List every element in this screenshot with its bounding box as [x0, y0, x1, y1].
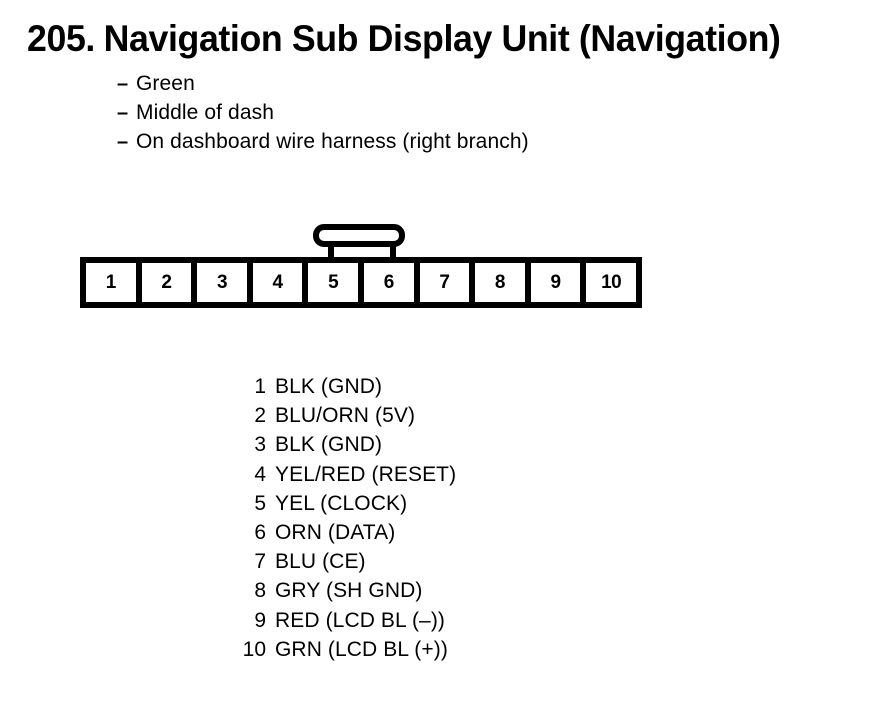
connector-diagram: 1 2 3 4 5 6 7 8 9 10 — [80, 224, 642, 308]
pin-number: 4 — [254, 462, 266, 486]
page-title-number: 205. — [27, 18, 95, 59]
connector-pin-cell: 2 — [141, 263, 192, 302]
page-title-text: Navigation Sub Display Unit (Navigation) — [103, 18, 781, 59]
pin-legend-row: 10 GRN (LCD BL (+)) — [206, 638, 536, 667]
connector-pin-cell: 4 — [252, 263, 303, 302]
pin-label: GRN (LCD BL (+)) — [275, 637, 448, 661]
pin-label: BLU/ORN (5V) — [275, 404, 416, 428]
pin-label: BLK (GND) — [275, 433, 383, 457]
dash-bullet-icon: – — [117, 102, 129, 124]
pin-label: BLU (CE) — [275, 550, 366, 574]
latch-stem-left-icon — [328, 245, 334, 261]
connector-pin-cell: 3 — [197, 263, 247, 302]
dash-bullet-icon: – — [117, 73, 129, 95]
pin-label: YEL (CLOCK) — [275, 491, 408, 515]
connector-body: 1 2 3 4 5 6 7 8 9 10 — [80, 257, 642, 308]
pin-label: GRY (SH GND) — [275, 579, 423, 603]
pin-legend-row: 5 YEL (CLOCK) — [206, 492, 536, 521]
pin-number: 2 — [254, 404, 266, 428]
description-list: – Green – Middle of dash – On dashboard … — [117, 72, 817, 159]
connector-pin-cell: 6 — [363, 263, 414, 302]
pin-legend-row: 3 BLK (GND) — [206, 433, 536, 462]
pin-legend-row: 4 YEL/RED (RESET) — [206, 463, 536, 492]
pin-number: 7 — [254, 550, 266, 574]
connector-pin-cell: 9 — [530, 263, 581, 302]
description-item-harness: – On dashboard wire harness (right branc… — [117, 130, 817, 159]
pin-label: ORN (DATA) — [275, 520, 396, 544]
pin-number: 3 — [254, 433, 266, 457]
latch-stem-right-icon — [390, 245, 396, 261]
description-item-label: Middle of dash — [136, 101, 274, 124]
connector-latch-tab-icon — [313, 224, 405, 247]
pin-label: BLK (GND) — [275, 375, 383, 398]
connector-pin-cell: 5 — [308, 263, 358, 302]
page-title: 205.Navigation Sub Display Unit (Navigat… — [27, 18, 853, 60]
description-item-label: On dashboard wire harness (right branch) — [136, 130, 529, 153]
connector-pin-cell: 8 — [475, 263, 525, 302]
description-item-label: Green — [136, 72, 195, 95]
pin-legend-row: 7 BLU (CE) — [206, 550, 536, 579]
pin-legend-row: 9 RED (LCD BL (–)) — [206, 609, 536, 638]
pin-number: 1 — [254, 375, 266, 398]
description-item-color: – Green — [117, 72, 817, 101]
dash-bullet-icon: – — [117, 131, 129, 153]
pin-legend: 1 BLK (GND) 2 BLU/ORN (5V) 3 BLK (GND) 4… — [206, 375, 536, 667]
pin-number: 9 — [254, 608, 266, 632]
connector-pin-cell: 7 — [419, 263, 470, 302]
pin-number: 10 — [242, 637, 266, 661]
pin-legend-row: 1 BLK (GND) — [206, 375, 536, 404]
description-item-location: – Middle of dash — [117, 101, 817, 130]
pin-legend-row: 8 GRY (SH GND) — [206, 579, 536, 608]
pin-label: YEL/RED (RESET) — [275, 462, 457, 486]
connector-pin-cell: 1 — [86, 263, 136, 302]
pin-number: 8 — [254, 579, 266, 603]
pin-number: 5 — [254, 491, 266, 515]
pin-number: 6 — [254, 520, 266, 544]
connector-pin-cell: 10 — [586, 263, 636, 302]
pin-legend-row: 2 BLU/ORN (5V) — [206, 404, 536, 433]
pin-label: RED (LCD BL (–)) — [275, 608, 446, 632]
pin-legend-row: 6 ORN (DATA) — [206, 521, 536, 550]
